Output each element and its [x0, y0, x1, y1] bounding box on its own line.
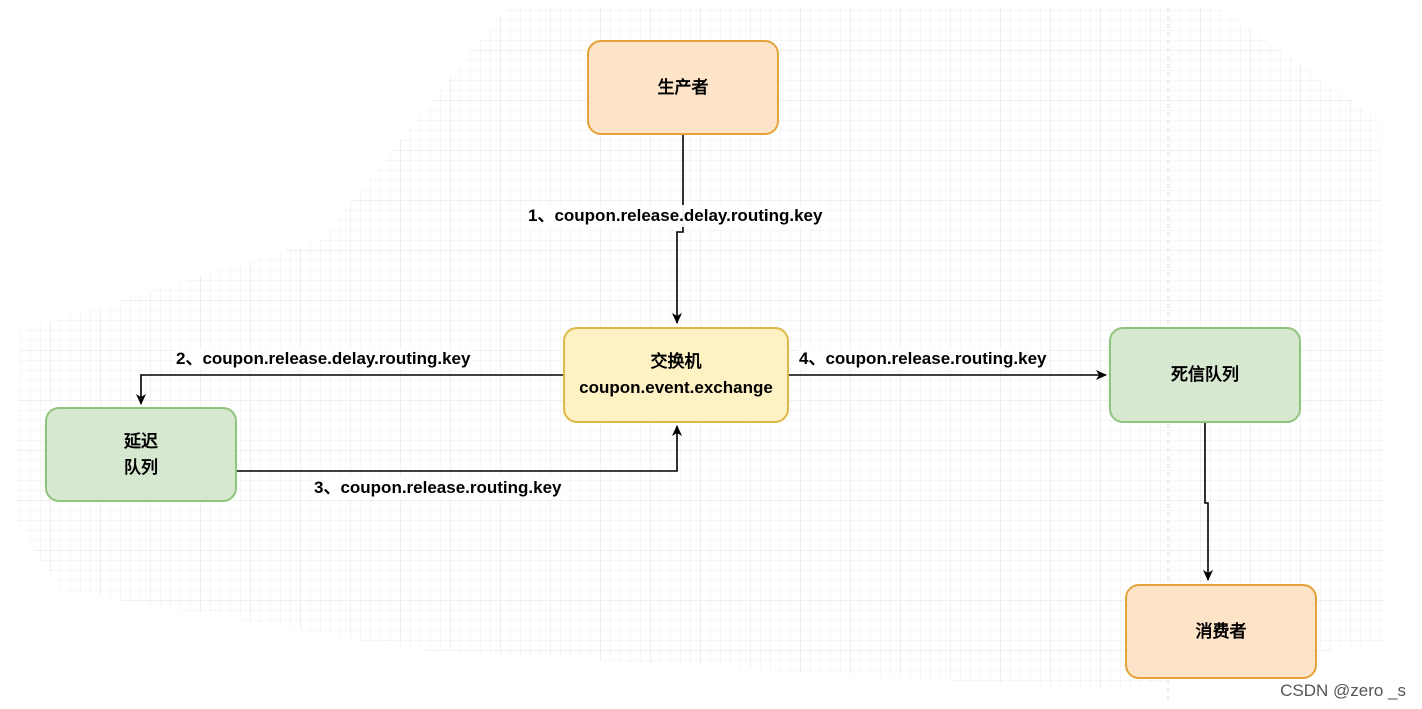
- exchange-node[interactable]: 交换机 coupon.event.exchange: [563, 327, 789, 423]
- producer-node[interactable]: 生产者: [587, 40, 779, 135]
- delay-queue-label-line2: 队列: [124, 457, 158, 477]
- dead-letter-queue-node[interactable]: 死信队列: [1109, 327, 1301, 423]
- producer-label: 生产者: [657, 77, 709, 97]
- exchange-title: 交换机: [650, 352, 702, 371]
- edge-producer-to-exchange: [672, 135, 684, 324]
- delay-queue-node[interactable]: 延迟 队列: [45, 407, 237, 502]
- exchange-name: coupon.event.exchange: [579, 378, 773, 397]
- dead-letter-queue-label: 死信队列: [1171, 365, 1239, 384]
- consumer-node[interactable]: 消费者: [1125, 584, 1317, 679]
- delay-queue-label-line1: 延迟: [124, 431, 158, 451]
- edge-label-step3: 3、coupon.release.routing.key: [312, 477, 564, 499]
- edge-label-step2: 2、coupon.release.delay.routing.key: [174, 348, 473, 370]
- watermark: CSDN @zero _s: [1278, 681, 1408, 701]
- edge-dead-letter-queue-to-consumer: [1203, 423, 1213, 581]
- consumer-label: 消费者: [1195, 621, 1247, 641]
- edge-label-step4: 4、coupon.release.routing.key: [797, 348, 1049, 370]
- edge-exchange-to-delay-queue: [136, 374, 563, 405]
- edge-label-step1: 1、coupon.release.delay.routing.key: [526, 205, 825, 227]
- edge-delay-queue-to-exchange: [237, 425, 682, 472]
